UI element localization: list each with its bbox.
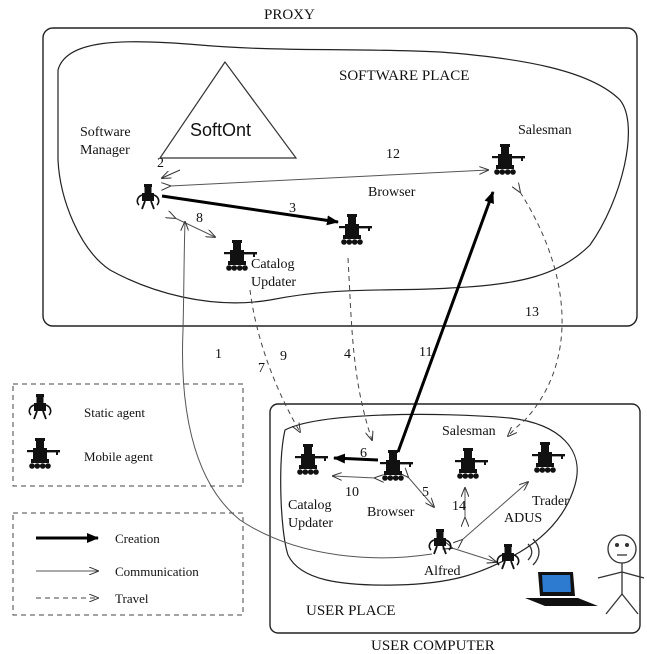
arrow-label-14: 14 xyxy=(452,499,466,514)
legend-mobile-agent-label: Mobile agent xyxy=(84,449,153,464)
user-computer-boundary xyxy=(269,403,641,634)
arrow-10 xyxy=(333,476,375,478)
software-manager-line2: Manager xyxy=(80,143,130,158)
arrow-alfred-trader xyxy=(462,482,528,540)
softont-triangle xyxy=(158,60,298,159)
legend-mobile-agent-icon xyxy=(27,438,60,469)
arrow-6 xyxy=(333,453,379,464)
browser-proxy-label: Browser xyxy=(368,185,416,200)
software-manager-static-agent xyxy=(136,183,160,210)
arrow-label-9: 9 xyxy=(280,349,287,364)
catalog-updater-proxy-line1: Catalog xyxy=(251,257,295,272)
software-manager-label: Software Manager xyxy=(80,125,134,158)
arrow-label-11: 11 xyxy=(419,345,432,360)
user-computer-label: USER COMPUTER xyxy=(371,638,495,654)
arrow-2 xyxy=(162,169,181,178)
alfred-static-agent xyxy=(428,528,452,555)
softont-label: SoftOnt xyxy=(190,120,251,140)
browser-user-mobile-agent xyxy=(380,450,413,481)
arrow-legend-box xyxy=(12,512,244,616)
software-place-label: SOFTWARE PLACE xyxy=(339,68,469,84)
arrow-5 xyxy=(408,477,434,507)
salesman-user-label: Salesman xyxy=(442,424,496,439)
catalog-updater-user-label: Catalog Updater xyxy=(288,498,335,531)
legend-travel-label: Travel xyxy=(115,591,149,606)
user-place-boundary xyxy=(280,413,578,586)
alfred-label: Alfred xyxy=(424,564,461,579)
legend-creation-label: Creation xyxy=(115,531,160,546)
legend-communication-label: Communication xyxy=(115,564,199,579)
software-place-boundary xyxy=(57,41,629,304)
arrow-3 xyxy=(161,194,339,226)
salesman-proxy-mobile-agent xyxy=(492,144,525,175)
user-place-label: USER PLACE xyxy=(306,603,396,619)
arrow-4 xyxy=(347,257,372,440)
catalog-updater-proxy-label: Catalog Updater xyxy=(251,257,298,290)
catalog-updater-user-line1: Catalog xyxy=(288,498,332,513)
arrow-11 xyxy=(396,191,495,453)
arrow-label-10: 10 xyxy=(345,485,359,500)
proxy-label: PROXY xyxy=(264,7,315,23)
arrow-1 xyxy=(183,222,433,559)
agent-legend-box xyxy=(12,383,244,487)
legend-static-agent-label: Static agent xyxy=(84,405,145,420)
salesman-proxy-label: Salesman xyxy=(518,123,572,138)
arrow-alfred-adus xyxy=(452,548,496,562)
adus-label: ADUS xyxy=(504,511,542,526)
arrow-12 xyxy=(170,170,488,186)
browser-user-label: Browser xyxy=(367,505,415,520)
catalog-updater-proxy-line2: Updater xyxy=(251,275,296,290)
proxy-boundary xyxy=(42,27,638,327)
arrow-label-4: 4 xyxy=(344,347,351,362)
trader-label: Trader xyxy=(532,494,569,509)
arrow-label-3: 3 xyxy=(289,201,296,216)
arrow-label-8: 8 xyxy=(196,211,203,226)
arrow-label-7: 7 xyxy=(258,361,265,376)
arrow-label-1: 1 xyxy=(215,347,222,362)
arrow-label-2: 2 xyxy=(157,156,164,171)
trader-mobile-agent xyxy=(532,442,565,473)
catalog-updater-user-line2: Updater xyxy=(288,516,333,531)
user-person-icon xyxy=(597,534,645,615)
laptop-icon xyxy=(525,572,598,606)
arrow-label-5: 5 xyxy=(422,485,429,500)
software-manager-line1: Software xyxy=(80,125,131,140)
adus-static-agent xyxy=(496,543,520,570)
catalog-updater-user-mobile-agent xyxy=(295,444,328,475)
legend-static-agent-icon xyxy=(28,393,52,420)
salesman-user-mobile-agent xyxy=(455,448,488,479)
browser-proxy-mobile-agent xyxy=(339,214,372,245)
arrow-label-12: 12 xyxy=(386,147,400,162)
wireless-icon xyxy=(527,538,540,566)
arrow-label-6: 6 xyxy=(360,446,367,461)
arrow-label-13: 13 xyxy=(525,305,539,320)
arrow-8 xyxy=(175,218,215,237)
